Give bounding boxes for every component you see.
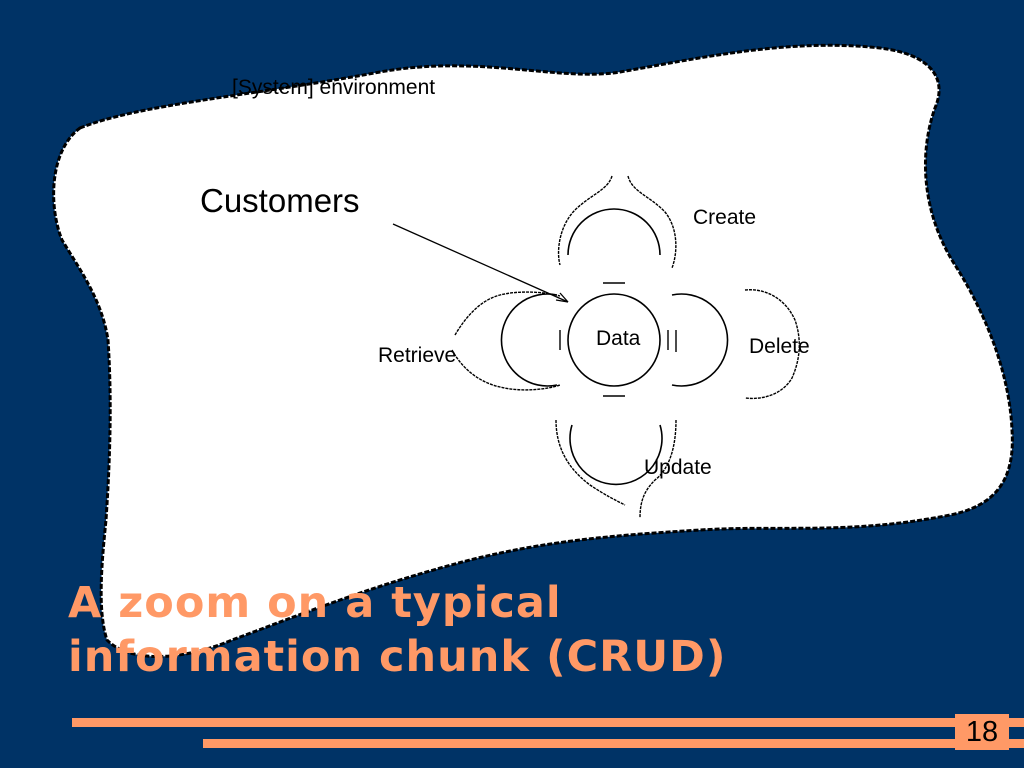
- retrieve-petal: [451, 291, 561, 391]
- customers-arrow-line: [392, 223, 569, 303]
- update-circle: [569, 424, 663, 486]
- create-petal: [557, 175, 677, 269]
- data-center-circle: [567, 293, 661, 387]
- retrieve-label: Retrieve: [378, 344, 457, 367]
- connector-marks: [559, 282, 677, 397]
- system-environment-blob: [52, 43, 1014, 658]
- retrieve-circle: [500, 293, 558, 387]
- delete-circle: [671, 293, 729, 387]
- page-number: 18: [955, 714, 1009, 750]
- create-circle: [567, 208, 661, 256]
- update-label: Update: [644, 456, 712, 479]
- accent-bar-bottom: [203, 739, 1024, 748]
- environment-label: [System] environment: [232, 76, 436, 99]
- create-label: Create: [693, 206, 757, 229]
- slide-title: A zoom on a typical information chunk (C…: [68, 576, 727, 684]
- delete-petal: [744, 289, 800, 400]
- delete-label: Delete: [749, 335, 810, 358]
- data-label: Data: [596, 327, 641, 350]
- accent-bar-top: [72, 718, 1024, 727]
- update-petal: [555, 419, 677, 519]
- slide-title-line-1: A zoom on a typical: [68, 578, 562, 628]
- customers-arrow-head: [555, 292, 569, 303]
- slide-title-line-2: information chunk (CRUD): [68, 632, 727, 682]
- customers-label: Customers: [200, 182, 360, 219]
